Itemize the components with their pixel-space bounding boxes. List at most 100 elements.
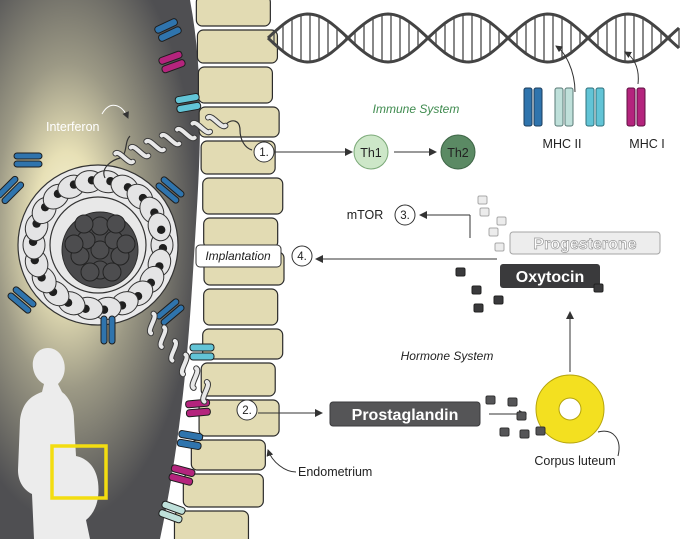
hormone-particle-icon xyxy=(455,267,466,277)
inner-cell-mass-cells xyxy=(64,214,136,282)
mhc-receptor-icon xyxy=(154,18,182,42)
endometrium-cell xyxy=(182,473,264,508)
endometrium-cell xyxy=(197,66,274,104)
dna-helix-icon xyxy=(266,12,680,64)
mhc-receptor-icon xyxy=(13,152,43,168)
endometrium-cell xyxy=(202,328,284,360)
helix-turn xyxy=(201,380,210,404)
helix-ribbon xyxy=(112,113,229,166)
hormone-particle-icon xyxy=(507,397,518,407)
helix-turn xyxy=(169,339,178,363)
endometrium-cell xyxy=(200,362,276,397)
endometrium-cells xyxy=(173,0,285,539)
hormone-particle-icon xyxy=(535,426,546,436)
helix-turn xyxy=(128,144,151,159)
progesterone-particles xyxy=(477,195,507,252)
hormone-particle-icon xyxy=(593,283,604,293)
inner-cell xyxy=(90,216,110,236)
immune-system-label: Immune System xyxy=(373,102,460,116)
endometrium-cell xyxy=(203,217,279,249)
inner-cell xyxy=(106,214,126,234)
hormone-particle-icon xyxy=(485,395,496,405)
mhc-receptor-icon xyxy=(100,315,116,345)
mhc-receptor-icon xyxy=(155,298,185,326)
helix-turn xyxy=(190,120,213,135)
endometrium-cell xyxy=(173,510,250,539)
inner-cell xyxy=(90,240,110,260)
mhc-ii-label: MHC II xyxy=(543,137,582,151)
prostaglandin-block: Prostaglandin xyxy=(329,401,481,427)
mhc-receptor-icon xyxy=(168,464,196,486)
mhc-receptor-icon xyxy=(189,343,215,361)
oxytocin-block: Oxytocin xyxy=(500,264,600,288)
curved-arrow-icon xyxy=(555,45,576,93)
mhc-receptor-icon xyxy=(158,500,186,524)
embryo-receptors xyxy=(0,152,185,345)
mhc-receptor-icon xyxy=(158,50,186,74)
hormone-particle-icon xyxy=(493,295,504,305)
hormone-particle-icon xyxy=(488,227,499,237)
focus-box-icon xyxy=(50,444,108,500)
oxytocin-particles xyxy=(455,267,604,313)
implantation-label: Implantation xyxy=(205,249,271,263)
progesterone-label: Progesterone xyxy=(533,236,636,253)
hormone-particle-icon xyxy=(494,242,505,252)
helix-turn xyxy=(190,366,200,390)
curved-arrow-icon xyxy=(101,104,129,119)
th1-label: Th1 xyxy=(360,146,382,160)
endometrium-cell xyxy=(196,29,279,64)
helix-turn xyxy=(113,150,135,165)
inner-cell xyxy=(80,262,100,282)
step-2-badge: 2. xyxy=(236,399,258,421)
inner-cell xyxy=(116,234,136,254)
inner-cell xyxy=(74,214,94,234)
hormone-particle-icon xyxy=(477,195,488,205)
helix-turn xyxy=(206,114,228,129)
endometrium-cell xyxy=(202,177,284,215)
dna-strand xyxy=(266,12,680,64)
helix-turn xyxy=(179,352,189,377)
mhc-i-receptor xyxy=(626,87,646,127)
th2-label: Th2 xyxy=(447,146,469,160)
progesterone-block: Progesterone xyxy=(509,231,661,255)
endometrium-cell xyxy=(203,288,279,326)
implantation-box xyxy=(195,244,282,268)
hormone-particle-icon xyxy=(496,216,507,226)
corpus-luteum-label: Corpus luteum xyxy=(534,454,615,468)
mhc-receptor-icon xyxy=(0,175,25,205)
prostaglandin-helix-lower xyxy=(146,310,211,405)
endometrium-label: Endometrium xyxy=(298,465,372,479)
helix-turn xyxy=(147,311,157,336)
hormone-particle-icon xyxy=(499,427,510,437)
step-1-label: 1. xyxy=(259,147,269,159)
th1-node xyxy=(353,134,389,170)
th2-node xyxy=(440,134,476,170)
inner-cell xyxy=(64,234,84,254)
step-3-label: 3. xyxy=(400,210,410,222)
step-3-badge: mTOR 3. xyxy=(347,204,416,226)
step-1-badge: 1. xyxy=(253,141,275,163)
inner-cell xyxy=(102,262,122,282)
step-4-badge: 4. xyxy=(291,245,313,267)
curved-arrow-icon xyxy=(266,449,297,473)
blastocyst xyxy=(17,164,179,326)
step-2-label: 2. xyxy=(242,405,252,417)
hormone-particle-icon xyxy=(473,303,484,313)
helix-turn xyxy=(159,132,182,147)
hormone-system-label: Hormone System xyxy=(401,349,494,363)
endometrium-cell xyxy=(195,0,271,27)
endometrium-cell xyxy=(190,439,266,471)
curved-arrow-icon xyxy=(624,51,639,85)
pregnant-woman-icon xyxy=(18,348,108,539)
cell-nucleus xyxy=(157,225,166,235)
curved-arrow-icon xyxy=(597,430,620,457)
interferon-label: Interferon xyxy=(46,120,100,134)
oxytocin-label: Oxytocin xyxy=(516,269,584,286)
mhc-i-label: MHC I xyxy=(629,137,664,151)
mtor-label: mTOR xyxy=(347,208,384,222)
interferon-helix xyxy=(103,120,253,179)
hormone-particle-icon xyxy=(519,429,530,439)
prostaglandin-particles xyxy=(485,395,546,439)
hormone-particle-icon xyxy=(516,411,527,421)
